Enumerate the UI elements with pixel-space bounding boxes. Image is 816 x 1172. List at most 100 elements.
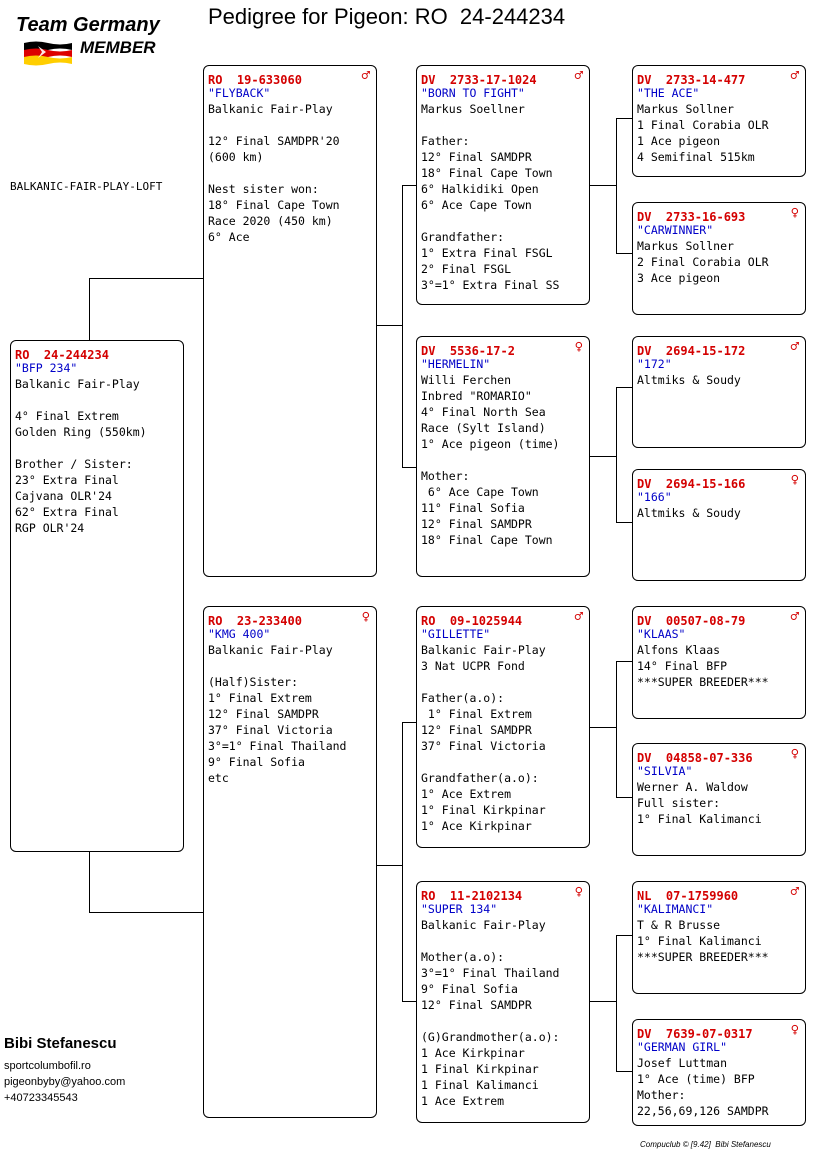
pigeon-info-line: Father: bbox=[421, 134, 470, 148]
pigeon-info-line: 1° Final Kalimanci bbox=[637, 934, 762, 948]
male-icon: ♂ bbox=[361, 68, 370, 84]
pigeon-card-dam[interactable]: RO 23-233400♀"KMG 400"Balkanic Fair-Play… bbox=[203, 606, 377, 1118]
pigeon-info-line: Full sister: bbox=[637, 796, 721, 810]
pigeon-info-line: Mother(a.o): bbox=[421, 950, 505, 964]
ring-number: RO 09-1025944 bbox=[421, 614, 523, 628]
pigeon-info-line: 12° Final SAMDPR bbox=[208, 707, 319, 721]
pigeon-info-line: 1° Final Kirkpinar bbox=[421, 803, 546, 817]
connector-line bbox=[589, 185, 616, 186]
pigeon-info-line: 9° Final Sofia bbox=[208, 755, 305, 769]
pigeon-info-line: 2 Final Corabia OLR bbox=[637, 255, 769, 269]
pigeon-card-dam-sire[interactable]: RO 09-1025944♂"GILLETTE"Balkanic Fair-Pl… bbox=[416, 606, 590, 848]
pigeon-info-line: 4 Semifinal 515km bbox=[637, 150, 755, 164]
female-icon: ♀ bbox=[574, 884, 583, 900]
pigeon-card-sire[interactable]: RO 19-633060♂"FLYBACK"Balkanic Fair-Play… bbox=[203, 65, 377, 577]
logo-text-line2: MEMBER bbox=[80, 38, 156, 57]
pigeon-info-line: Balkanic Fair-Play bbox=[421, 643, 546, 657]
pigeon-info-line: Balkanic Fair-Play bbox=[421, 918, 546, 932]
pigeon-info-line bbox=[421, 117, 585, 133]
pigeon-info-line: 3 Ace pigeon bbox=[637, 271, 721, 285]
connector-line bbox=[616, 253, 633, 254]
pigeon-info-line: Grandfather(a.o): bbox=[421, 771, 539, 785]
pigeon-info-line: Balkanic Fair-Play bbox=[208, 102, 333, 116]
owner-email[interactable]: pigeonbyby@yahoo.com bbox=[4, 1076, 126, 1088]
pigeon-name: "GERMAN GIRL" bbox=[637, 1040, 728, 1054]
card-header: DV 2733-14-477♂ bbox=[637, 68, 801, 87]
connector-line bbox=[89, 278, 90, 340]
connector-line bbox=[89, 278, 204, 279]
pigeon-name: "KALIMANCI" bbox=[637, 902, 714, 916]
ring-number: DV 7639-07-0317 bbox=[637, 1027, 753, 1041]
pigeon-info-line: 1° Extra Final FSGL bbox=[421, 246, 553, 260]
pigeon-info-line: 1 Ace Kirkpinar bbox=[421, 1046, 525, 1060]
pigeon-info-line: Altmiks & Soudy bbox=[637, 373, 741, 387]
pigeon-card-sire-sire[interactable]: DV 2733-17-1024♂"BORN TO FIGHT"Markus So… bbox=[416, 65, 590, 305]
pigeon-info-line: 62° Extra Final bbox=[15, 505, 119, 519]
pigeon-card-sds[interactable]: DV 2694-15-172♂"172"Altmiks & Soudy bbox=[632, 336, 806, 448]
pigeon-info-line: 3 Nat UCPR Fond bbox=[421, 659, 525, 673]
card-header: RO 24-244234 bbox=[15, 344, 179, 362]
pigeon-info-line: Balkanic Fair-Play bbox=[208, 643, 333, 657]
card-header: RO 23-233400♀ bbox=[208, 610, 372, 628]
pigeon-name: "HERMELIN" bbox=[421, 357, 491, 371]
pigeon-info-line: 1° Final Kalimanci bbox=[637, 812, 762, 826]
ring-number: DV 2694-15-166 bbox=[637, 477, 746, 491]
connector-line bbox=[616, 797, 633, 798]
pigeon-info-line: 1 Ace pigeon bbox=[637, 134, 721, 148]
pigeon-card-sdd[interactable]: DV 2694-15-166♀"166" Altmiks & Soudy bbox=[632, 469, 806, 581]
ring-number: DV 2694-15-172 bbox=[637, 344, 746, 358]
pigeon-info-line: 11° Final Sofia bbox=[421, 501, 525, 515]
pigeon-info-line: Werner A. Waldow bbox=[637, 780, 748, 794]
pigeon-info-line: 12° Final SAMDPR bbox=[421, 723, 532, 737]
pigeon-info-line: 1° Final Extrem bbox=[208, 691, 312, 705]
connector-line bbox=[89, 912, 204, 913]
male-icon: ♂ bbox=[790, 68, 799, 84]
pigeon-info-line bbox=[421, 452, 585, 468]
card-header: DV 2694-15-166♀ bbox=[637, 473, 801, 491]
connector-line bbox=[616, 118, 633, 119]
owner-website[interactable]: sportcolumbofil.ro bbox=[4, 1060, 91, 1072]
pigeon-info-line: 14° Final BFP bbox=[637, 659, 728, 673]
ring-number: NL 07-1759960 bbox=[637, 889, 739, 903]
logo-text-line1: Team Germany bbox=[16, 14, 160, 36]
pigeon-card-dsd[interactable]: DV 04858-07-336♀"SILVIA"Werner A. Waldow… bbox=[632, 743, 806, 856]
pigeon-card-ddd[interactable]: DV 7639-07-0317♀"GERMAN GIRL"Josef Luttm… bbox=[632, 1019, 806, 1126]
pigeon-info-line: (600 km) bbox=[208, 150, 264, 164]
pigeon-info-line bbox=[15, 440, 179, 456]
pigeon-name: "THE ACE" bbox=[637, 86, 700, 100]
pigeon-info-line: Altmiks & Soudy bbox=[637, 506, 741, 520]
pigeon-info-line: 6° Ace Cape Town bbox=[421, 198, 532, 212]
pigeon-info-line: 1 Final Kalimanci bbox=[421, 1078, 539, 1092]
card-header: DV 2694-15-172♂ bbox=[637, 340, 801, 358]
pigeon-card-ssd[interactable]: DV 2733-16-693♀"CARWINNER"Markus Sollner… bbox=[632, 202, 806, 315]
owner-phone: +40723345543 bbox=[4, 1092, 78, 1104]
card-header: RO 09-1025944♂ bbox=[421, 610, 585, 628]
pigeon-card-dam-dam[interactable]: RO 11-2102134♀"SUPER 134"Balkanic Fair-P… bbox=[416, 881, 590, 1123]
pigeon-name: "166" bbox=[637, 490, 672, 504]
connector-line bbox=[616, 1071, 633, 1072]
owner-name: Bibi Stefanescu bbox=[4, 1035, 117, 1052]
male-icon: ♂ bbox=[574, 68, 583, 84]
pigeon-name: "CARWINNER" bbox=[637, 223, 714, 237]
pigeon-info-line: Race 2020 (450 km) bbox=[208, 214, 333, 228]
pigeon-info-line: Alfons Klaas bbox=[637, 643, 721, 657]
pigeon-info-line: Golden Ring (550km) bbox=[15, 425, 147, 439]
pigeon-info-line: 18° Final Cape Town bbox=[421, 533, 553, 547]
connector-line bbox=[589, 456, 616, 457]
ring-number: DV 2733-17-1024 bbox=[421, 73, 537, 87]
pigeon-info-line: 1° Ace pigeon (time) bbox=[421, 437, 560, 451]
card-header: DV 5536-17-2♀ bbox=[421, 340, 585, 358]
pigeon-info-line bbox=[421, 754, 585, 770]
card-header: DV 2733-17-1024 ♂ bbox=[421, 68, 585, 87]
pigeon-name: "SUPER 134" bbox=[421, 902, 498, 916]
male-icon: ♂ bbox=[790, 884, 799, 900]
pigeon-info-line: Mother: bbox=[421, 469, 470, 483]
pigeon-info-line: Inbred "ROMARIO" bbox=[421, 389, 532, 403]
pigeon-name: "FLYBACK" bbox=[208, 86, 271, 100]
pigeon-info-line bbox=[421, 213, 585, 229]
